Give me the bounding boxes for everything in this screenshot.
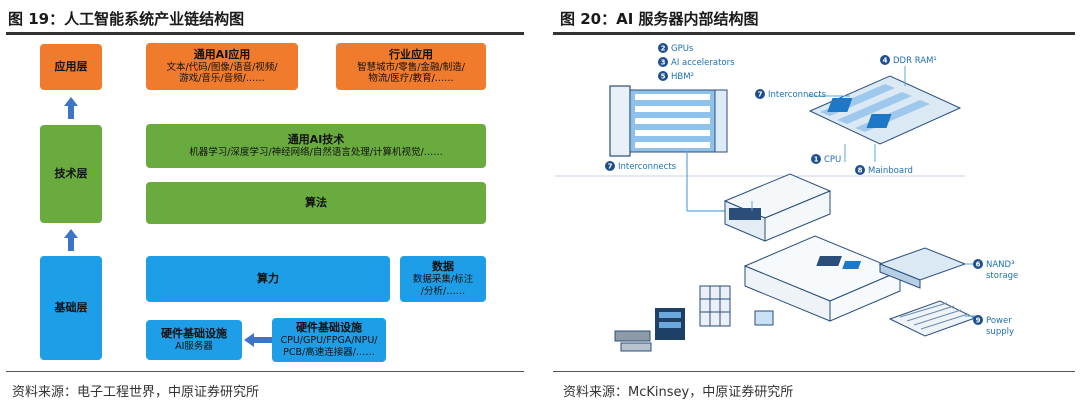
hw-infra-chips-title: 硬件基础设施 (296, 321, 362, 335)
hw-infra-server-box: 硬件基础设施 AI服务器 (146, 320, 242, 360)
label-interconnects-left-text: Interconnects (618, 162, 677, 172)
data-line1: 数据采集/标注 (412, 274, 474, 285)
layer-base-label: 基础层 (54, 301, 88, 315)
label-ai-acc-text: AI accelerators (671, 58, 735, 68)
industry-app-box: 行业应用 智慧城市/零售/金融/制造/ 物流/医疗/教育/…… (336, 43, 486, 90)
hw-infra-server-line1: AI服务器 (175, 340, 213, 352)
data-title: 数据 (432, 260, 454, 274)
data-line2: /分析/…… (420, 285, 466, 297)
algorithm-box: 算法 (146, 182, 486, 224)
label-hbm-text: HBM² (671, 72, 694, 82)
label-nand-text: NAND³ (986, 260, 1014, 270)
label-ai-accelerators: 3 AI accelerators (658, 57, 735, 68)
label-interconnects-left-num: 7 (608, 163, 613, 171)
source-left: 资料来源：电子工程世界，中原证券研究所 (12, 385, 260, 400)
general-ai-tech-line1: 机器学习/深度学习/神经网络/自然语言处理/计算机视觉/…… (189, 146, 443, 158)
layer-app-label: 应用层 (54, 60, 88, 74)
label-power-text2: supply (986, 327, 1014, 337)
source-right: 资料来源：McKinsey，中原证券研究所 (563, 385, 794, 400)
industry-app-line1: 智慧城市/零售/金融/制造/ (357, 61, 465, 73)
label-nand-num: 6 (976, 261, 981, 269)
label-nand: 6 NAND³ storage (973, 259, 1018, 281)
label-power-num: 9 (976, 317, 981, 325)
label-hbm: 5 HBM² (658, 71, 694, 82)
bottom-rule-right (553, 371, 1075, 372)
arrow-left-icon (244, 333, 272, 347)
label-power-text: Power (986, 316, 1012, 326)
label-ai-acc-num: 3 (661, 59, 666, 67)
layer-tech-label: 技术层 (54, 167, 88, 181)
layer-base: 基础层 (40, 256, 102, 360)
label-mainboard-num: 8 (858, 167, 863, 175)
title-rule-left (6, 32, 524, 35)
general-ai-tech-box: 通用AI技术 机器学习/深度学习/神经网络/自然语言处理/计算机视觉/…… (146, 124, 486, 168)
label-interconnects-right-num: 7 (758, 91, 763, 99)
mainboard-illustration (808, 75, 962, 145)
general-ai-tech-title: 通用AI技术 (287, 133, 345, 147)
bottom-rule-left (6, 371, 524, 372)
label-ddr-text: DDR RAM¹ (893, 56, 937, 66)
label-gpus-num: 2 (661, 45, 666, 53)
arrow-up-icon (64, 97, 78, 119)
industry-app-title: 行业应用 (389, 47, 433, 61)
label-cpu-text: CPU (824, 155, 841, 165)
general-ai-app-line2: 游戏/音乐/音频/…… (179, 73, 265, 85)
label-interconnects-right-text: Interconnects (768, 90, 827, 100)
title-rule-right (553, 32, 1075, 35)
layer-app: 应用层 (40, 44, 102, 90)
server-chassis-illustration (723, 173, 832, 242)
layer-tech: 技术层 (40, 125, 102, 223)
general-ai-app-title: 通用AI应用 (193, 47, 251, 61)
compute-box: 算力 (146, 256, 390, 302)
label-ddr-num: 4 (883, 57, 888, 65)
figure-19-title: 图 19：人工智能系统产业链结构图 (8, 10, 245, 28)
label-gpus: 2 GPUs (658, 43, 694, 54)
general-ai-app-line1: 文本/代码/图像/语音/视频/ (166, 61, 278, 73)
exploded-chassis-illustration (614, 235, 902, 352)
label-nand-text2: storage (986, 271, 1018, 281)
label-cpu-num: 1 (814, 156, 819, 164)
nand-storage-illustration (816, 247, 967, 289)
label-gpus-text: GPUs (671, 44, 694, 54)
algorithm-title: 算法 (305, 196, 327, 210)
label-cpu: 1 CPU (811, 154, 841, 165)
hw-infra-chips-line1: CPU/GPU/FPGA/NPU/ (280, 335, 378, 346)
label-interconnects-left: 7 Interconnects (605, 161, 677, 172)
hw-infra-chips-line2: PCB/高速连接器/…… (283, 346, 375, 358)
label-hbm-num: 5 (661, 73, 666, 81)
hw-infra-chips-box: 硬件基础设施 CPU/GPU/FPGA/NPU/ PCB/高速连接器/…… (272, 318, 386, 362)
data-box: 数据 数据采集/标注 /分析/…… (400, 256, 486, 302)
hw-infra-server-title: 硬件基础设施 (161, 327, 227, 341)
power-supply-illustration (888, 300, 977, 337)
figure-20-title: 图 20：AI 服务器内部结构图 (560, 10, 759, 28)
arrow-up-icon (64, 229, 78, 251)
compute-title: 算力 (257, 272, 279, 286)
general-ai-app-box: 通用AI应用 文本/代码/图像/语音/视频/ 游戏/音乐/音频/…… (146, 43, 298, 90)
gpu-module-illustration (609, 85, 728, 157)
label-interconnects-right: 7 Interconnects (755, 89, 827, 100)
label-power-supply: 9 Power supply (973, 315, 1014, 337)
label-ddr-ram: 4 DDR RAM¹ (880, 55, 937, 66)
label-mainboard: 8 Mainboard (855, 165, 913, 176)
ai-server-diagram: 2 GPUs 3 AI accelerators 5 HBM² 7 Interc… (555, 43, 1018, 352)
industry-app-line2: 物流/医疗/教育/…… (368, 73, 454, 85)
label-mainboard-text: Mainboard (868, 166, 913, 176)
